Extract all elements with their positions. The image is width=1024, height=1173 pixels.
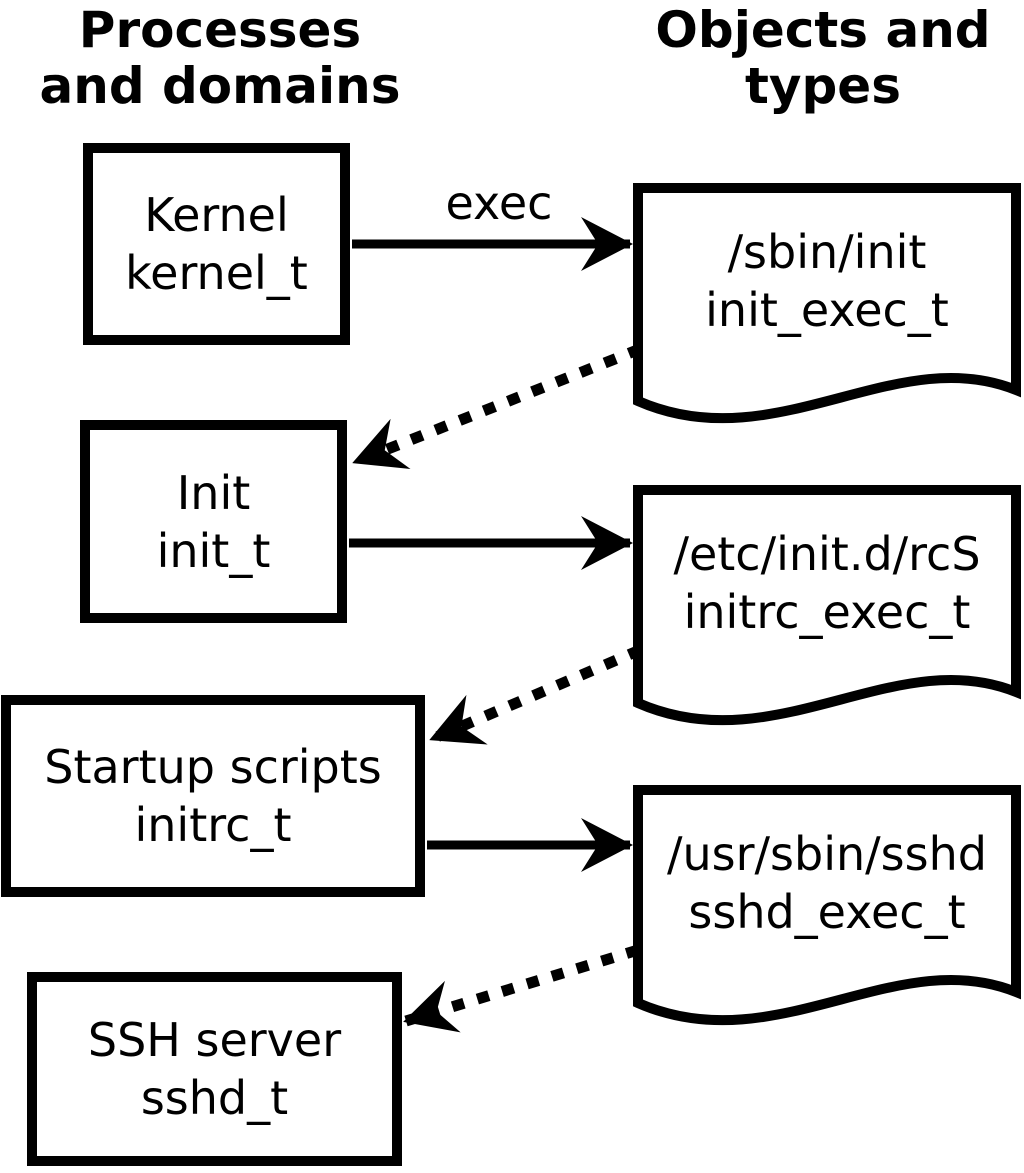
object-type: sshd_exec_t [688,884,966,939]
process-box-startup-scripts: Startup scripts initrc_t [1,695,425,897]
object-type: initrc_exec_t [683,584,971,639]
object-path: /usr/sbin/sshd [667,826,987,881]
object-path: /etc/init.d/rcS [673,526,981,581]
document-shape-sbin-init [633,183,1021,424]
process-name: Init [176,465,251,520]
column-header-processes: Processes and domains [39,1,401,115]
process-domain: kernel_t [125,246,308,300]
column-header-objects: Objects and types [655,1,991,115]
process-name: SSH server [87,1013,342,1067]
process-domain: sshd_t [140,1071,289,1125]
object-path: /sbin/init [727,224,927,279]
transition-arrow-initrc-exec-to-initrc [429,644,643,745]
object-label-usr-sbin-sshd: /usr/sbin/sshd sshd_exec_t [638,800,1016,965]
process-name: Startup scripts [44,740,382,794]
process-domain: init_t [156,523,271,578]
process-name: Kernel [144,188,289,242]
process-domain: initrc_t [134,798,292,852]
document-shape-usr-sbin-sshd [633,785,1021,1026]
transition-arrow-sshd-exec-to-sshd [403,944,640,1033]
process-box-kernel: Kernel kernel_t [83,143,350,345]
transition-arrow-init-exec-to-init [352,343,643,470]
process-box-ssh-server: SSH server sshd_t [27,972,402,1166]
object-label-etc-initd-rcs: /etc/init.d/rcS initrc_exec_t [638,500,1016,665]
document-shape-etc-initd-rcs [633,485,1021,726]
exec-arrow-label: exec [445,176,553,230]
process-box-init: Init init_t [80,420,347,623]
object-type: init_exec_t [705,282,949,337]
object-label-sbin-init: /sbin/init init_exec_t [638,198,1016,363]
